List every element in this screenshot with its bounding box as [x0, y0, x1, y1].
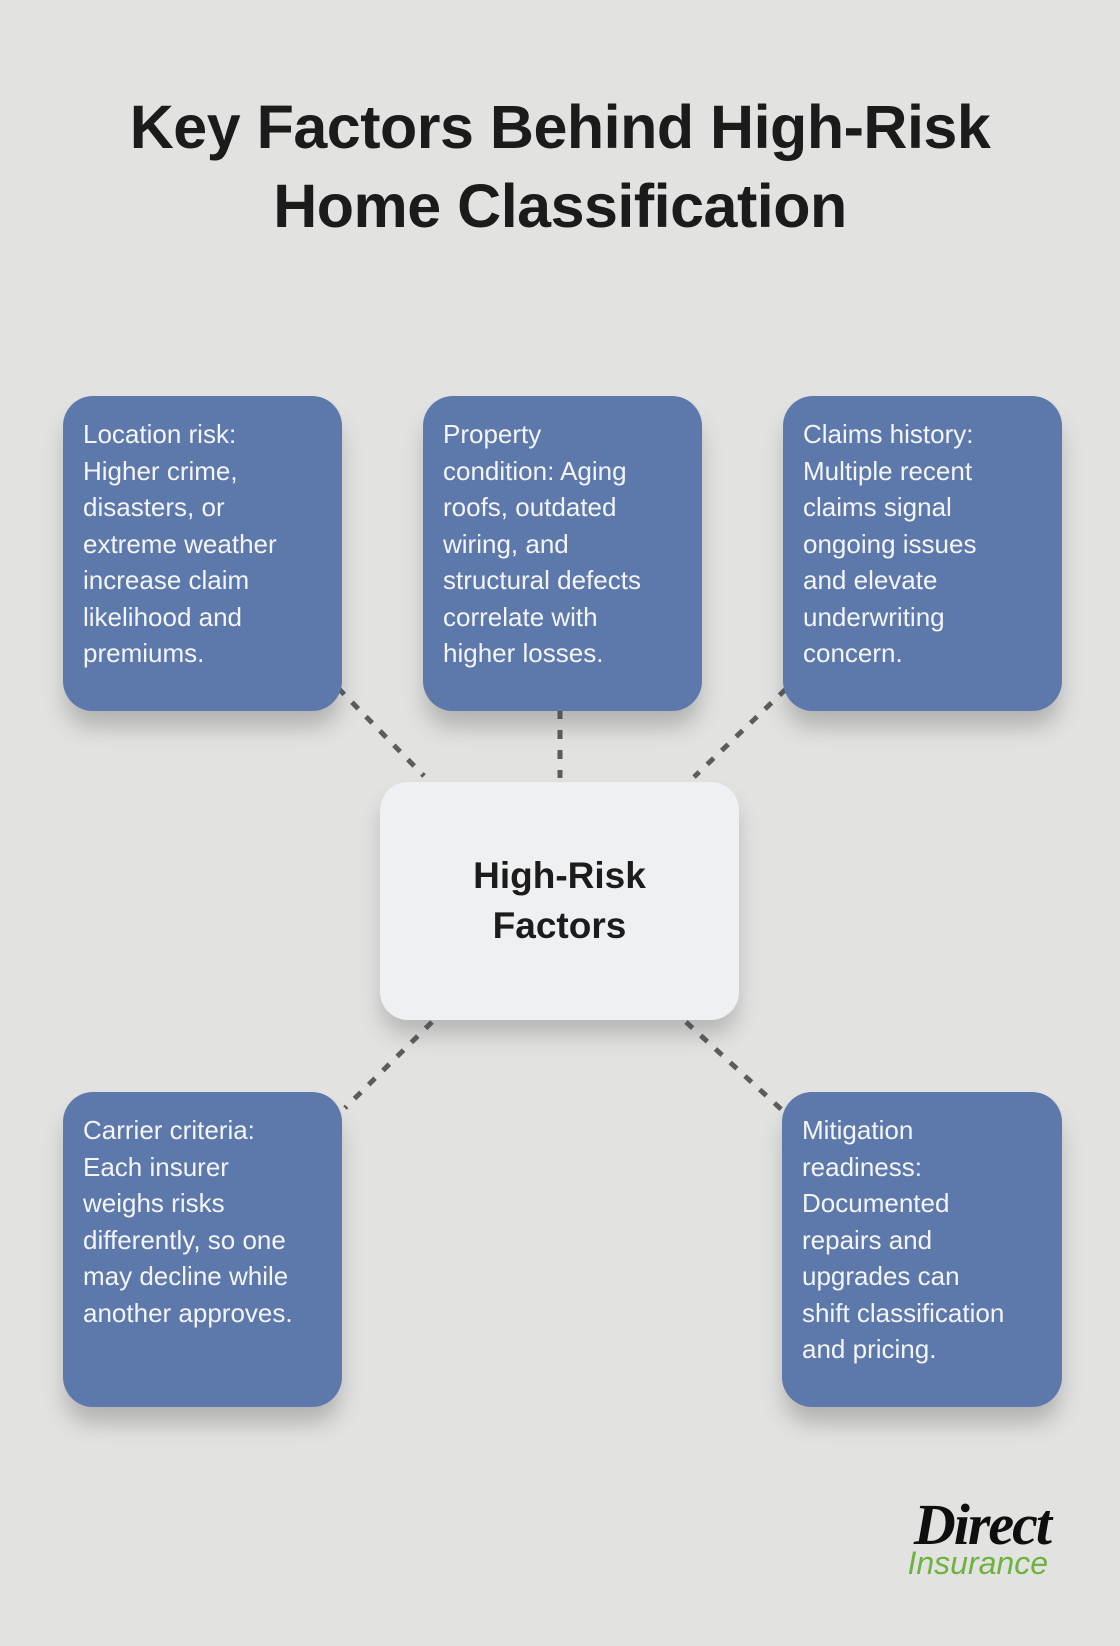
connector-line-claims-history [692, 687, 788, 779]
brand-name: Direct [913, 1492, 1052, 1557]
factor-card-carrier-criteria: Carrier criteria: Each insurer weighs ri… [63, 1092, 342, 1407]
factor-card-text: Property condition: Aging roofs, outdate… [443, 419, 641, 668]
connector-line-location-risk [336, 686, 426, 778]
brand-logo: Direct Insurance [907, 1492, 1052, 1581]
factor-card-location-risk: Location risk: Higher crime, disasters, … [63, 396, 342, 711]
factor-card-text: Mitigation readiness: Documented repairs… [802, 1115, 1005, 1364]
connector-line-mitigation-readiness [684, 1020, 784, 1112]
center-node: High-Risk Factors [380, 782, 739, 1020]
factor-card-claims-history: Claims history: Multiple recent claims s… [783, 396, 1062, 711]
factor-card-mitigation-readiness: Mitigation readiness: Documented repairs… [782, 1092, 1062, 1407]
factor-card-text: Location risk: Higher crime, disasters, … [83, 419, 277, 668]
infographic-title: Key Factors Behind High-Risk Home Classi… [129, 93, 991, 240]
connector-line-carrier-criteria [343, 1020, 434, 1110]
factor-card-text: Claims history: Multiple recent claims s… [803, 419, 977, 668]
brand-tagline: Insurance [907, 1545, 1048, 1581]
factor-card-property-condition: Property condition: Aging roofs, outdate… [423, 396, 702, 711]
factor-card-text: Carrier criteria: Each insurer weighs ri… [83, 1115, 293, 1328]
center-node-label: High-Risk Factors [473, 855, 646, 946]
